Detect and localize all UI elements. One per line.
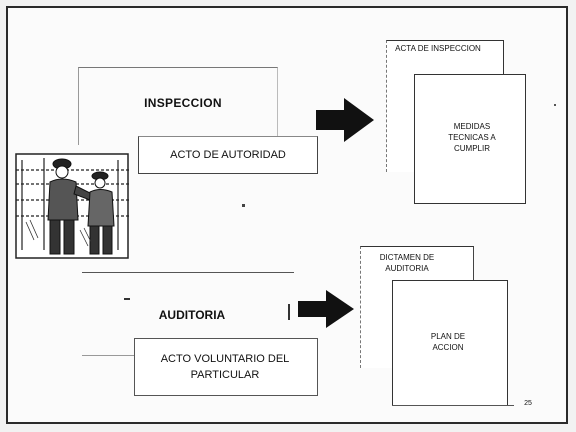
- right-arrow-icon: [298, 290, 354, 328]
- divider-mark: [124, 298, 130, 300]
- medidas-tecnicas-doc: [414, 74, 526, 204]
- acto-voluntario-label: ACTO VOLUNTARIO DEL PARTICULAR: [160, 353, 290, 381]
- workers-clipart-icon: [15, 153, 129, 259]
- dictamen-de-auditoria-label: DICTAMEN DE AUDITORIA: [379, 253, 435, 273]
- divider-mark: [288, 304, 290, 320]
- right-arrow-icon: [316, 98, 374, 142]
- acto-de-autoridad-label: ACTO DE AUTORIDAD: [170, 149, 286, 161]
- inspeccion-box: [78, 67, 278, 145]
- slide-frame: INSPECCION ACTO DE AUTORIDAD ACTA DE INS…: [6, 6, 568, 424]
- acto-voluntario-box: [134, 338, 318, 396]
- acto-de-autoridad-box: [138, 136, 318, 174]
- inspeccion-label: INSPECCION: [144, 96, 222, 110]
- stray-dot: [554, 104, 556, 106]
- plan-de-accion-doc: [392, 280, 508, 406]
- page-number: 25: [524, 400, 532, 407]
- auditoria-label: AUDITORIA: [158, 308, 226, 322]
- page-footer-line: [392, 405, 514, 406]
- acta-de-inspeccion-label: ACTA DE INSPECCION: [395, 44, 481, 53]
- stray-dot: [242, 204, 245, 207]
- medidas-tecnicas-label: MEDIDAS TECNICAS A CUMPLIR: [448, 122, 496, 153]
- plan-de-accion-label: PLAN DE ACCION: [430, 332, 466, 352]
